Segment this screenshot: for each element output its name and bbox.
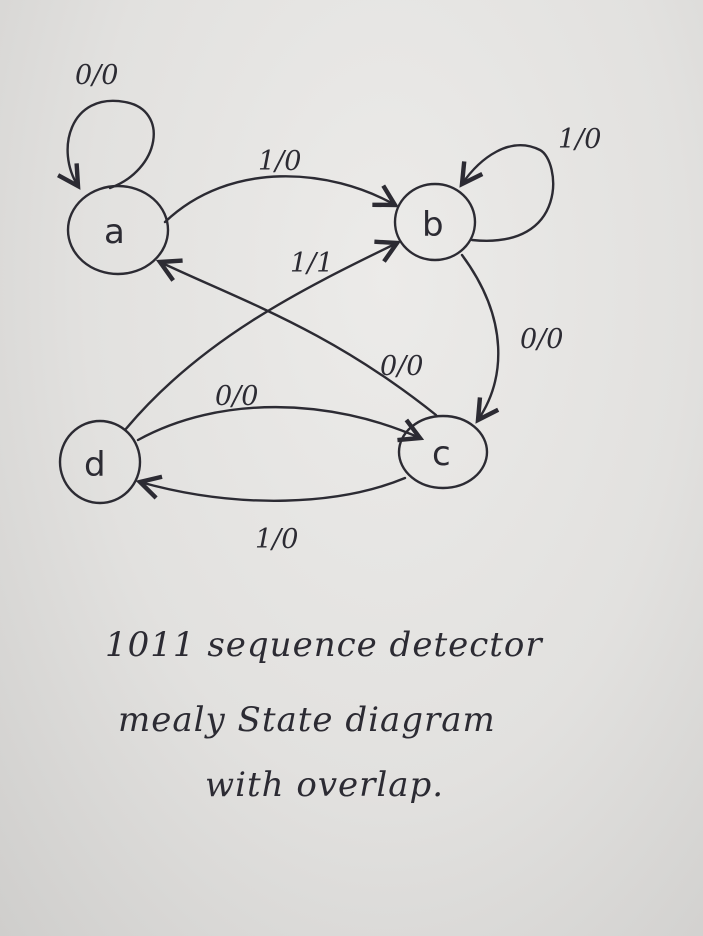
- state-c-label: c: [432, 434, 451, 474]
- state-b-label: b: [422, 205, 444, 245]
- edge-a-to-b: [163, 175, 395, 224]
- edge-b-self-loop: [462, 144, 555, 242]
- edge-d-to-b: [123, 243, 397, 432]
- caption-line-1: 1011 sequence detector: [105, 625, 543, 665]
- caption-line-3: with overlap.: [205, 765, 445, 805]
- edge-d-to-c: [136, 405, 420, 440]
- state-c-circle: [397, 414, 489, 490]
- label-d-to-c: 0/0: [215, 381, 258, 412]
- edge-c-to-a: [160, 262, 438, 417]
- label-a-self-loop: 0/0: [75, 60, 118, 91]
- label-c-to-a: 0/0: [380, 351, 423, 382]
- caption-line-2: mealy State diagram: [118, 700, 496, 740]
- edge-b-to-c: [460, 253, 500, 420]
- label-d-to-b: 1/1: [290, 248, 333, 279]
- label-c-to-d: 1/0: [255, 524, 298, 555]
- label-b-to-c: 0/0: [520, 324, 563, 355]
- edge-c-to-d: [140, 478, 407, 502]
- state-a-circle: [66, 184, 170, 276]
- label-b-self-loop: 1/0: [558, 124, 601, 155]
- state-a-label: a: [104, 212, 125, 252]
- state-d-label: d: [84, 445, 106, 485]
- edge-a-self-loop: [68, 99, 155, 188]
- state-b-circle: [393, 182, 477, 262]
- state-d-circle: [58, 419, 142, 505]
- label-a-to-b: 1/0: [258, 146, 301, 177]
